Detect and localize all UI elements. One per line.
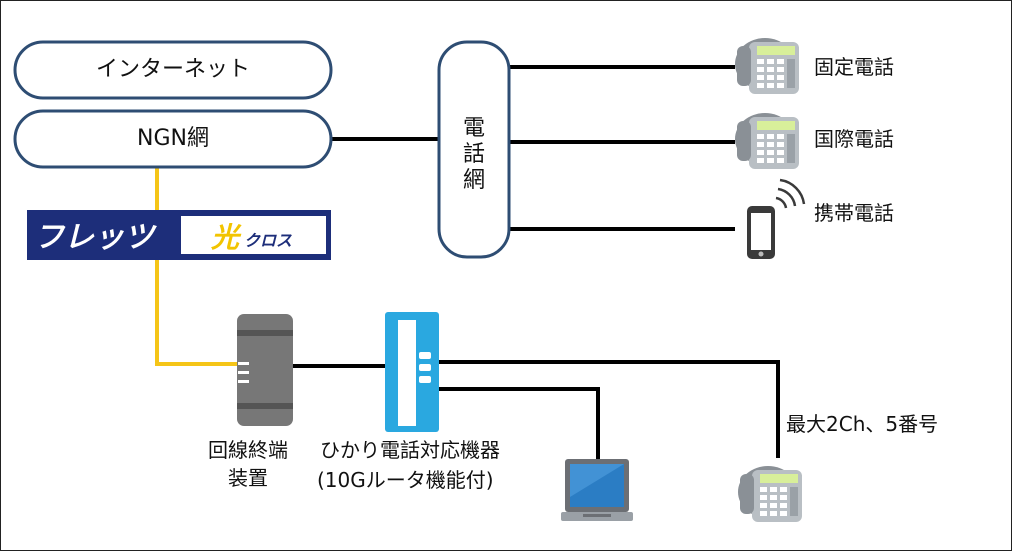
laptop-icon xyxy=(561,459,633,521)
ont-device-icon xyxy=(237,314,293,426)
router-to-pc-line xyxy=(439,387,600,460)
router-to-phone-line xyxy=(439,360,780,458)
logo-hikari-text: 光 xyxy=(210,221,242,254)
fiber-line xyxy=(155,168,238,366)
router-label-line2: (10Gルータ機能付) xyxy=(317,468,494,492)
ont-label-line2: 装置 xyxy=(228,466,268,490)
ont-label-line1: 回線終端 xyxy=(208,438,288,462)
office-phone-icon xyxy=(738,466,802,522)
ngn-label: NGN網 xyxy=(137,126,209,151)
flets-hikari-cross-logo: フレッツ 光 クロス xyxy=(27,210,331,260)
fixed-phone-label: 固定電話 xyxy=(814,55,894,79)
international-phone-icon xyxy=(735,113,799,169)
internet-pill xyxy=(13,40,333,100)
logo-flets-text: フレッツ xyxy=(34,220,157,255)
logo-cross-text: クロス xyxy=(244,231,292,250)
telnet-pill xyxy=(437,40,511,259)
channel-count-label: 最大2Ch、5番号 xyxy=(786,412,939,436)
mobile-phone-label: 携帯電話 xyxy=(814,201,894,225)
router-label-line1: ひかり電話対応機器 xyxy=(320,438,500,462)
telnet-label: 電話網 xyxy=(462,116,485,193)
router-device-icon xyxy=(385,312,439,432)
ngn-pill xyxy=(13,109,333,169)
mobile-phone-icon xyxy=(747,178,806,259)
fixed-phone-icon xyxy=(735,38,799,94)
international-phone-label: 国際電話 xyxy=(814,127,894,151)
internet-label: インターネット xyxy=(95,57,250,82)
